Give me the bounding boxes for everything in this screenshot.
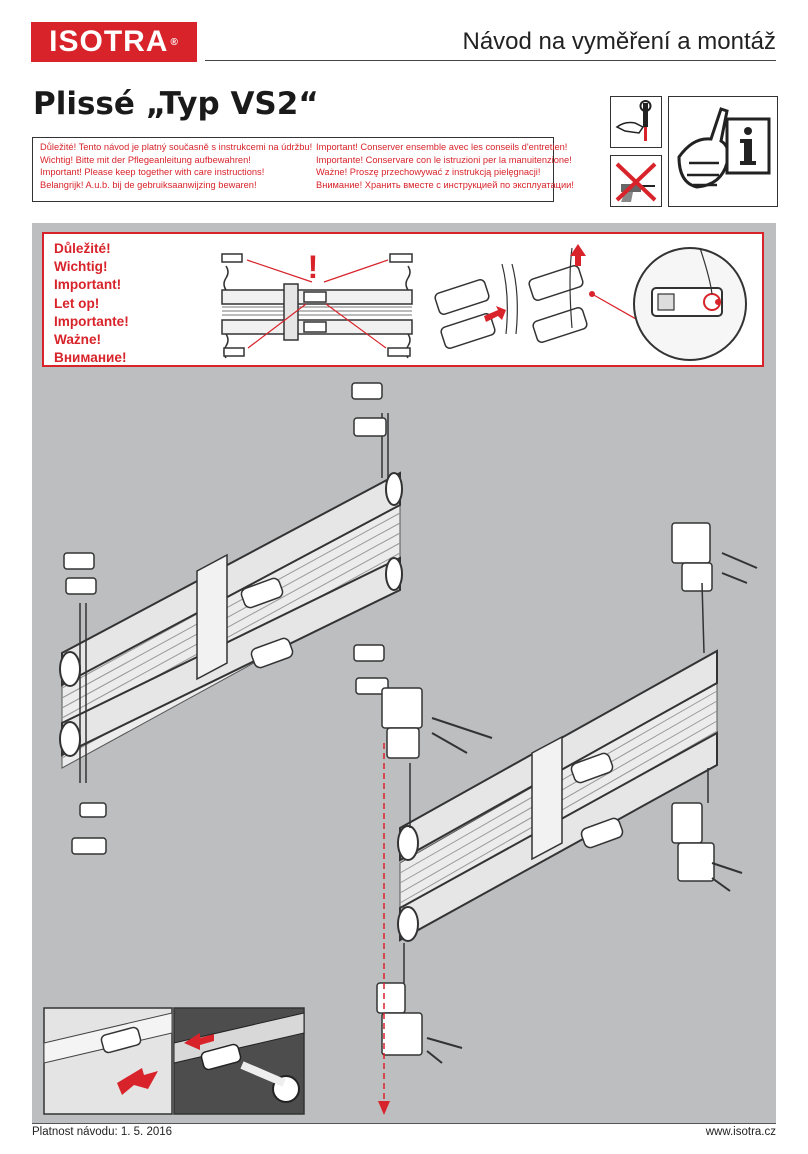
knot-detail-zoom	[591, 247, 747, 361]
exclamation-mark: !	[308, 249, 319, 285]
care-notice-line: Importante! Conservare con le istruzioni…	[316, 154, 572, 165]
care-notice-line: Belangrijk! A.u.b. bij de gebruiksaanwij…	[40, 179, 257, 190]
blind-front-view: !	[221, 249, 413, 359]
manual-info-icon	[668, 96, 778, 207]
assembly-diagram	[43, 382, 758, 1115]
care-notice-right-column: Important! Conserver ensemble avec les c…	[316, 141, 574, 191]
handle-detail-panels	[43, 1007, 305, 1115]
important-label: Ważne!	[54, 332, 102, 348]
care-notice-line: Important! Conserver ensemble avec les c…	[316, 142, 568, 152]
important-illustration: !	[221, 244, 747, 361]
care-notice-line: Внимание! Хранить вместе с инструкцией п…	[316, 179, 574, 190]
important-label: Important!	[54, 277, 122, 293]
care-notice-line: Wichtig! Bitte mit der Pflegeanleitung a…	[40, 154, 251, 165]
cord-threading-sketch	[434, 244, 595, 349]
important-label: Důležité!	[54, 241, 111, 256]
important-label: Wichtig!	[54, 259, 108, 275]
no-drill-icon	[610, 155, 662, 207]
important-label: Let op!	[54, 295, 100, 311]
care-notice-line: Ważne! Proszę przechowywać z instrukcją …	[316, 167, 541, 178]
logo-registered-mark: ®	[170, 36, 179, 48]
footer-divider	[32, 1123, 776, 1124]
website-link[interactable]: www.isotra.cz	[705, 1126, 776, 1138]
care-notice-line: Important! Please keep together with car…	[40, 167, 265, 178]
isotra-logo: ISOTRA®	[31, 22, 197, 62]
validity-date: Platnost návodu: 1. 5. 2016	[32, 1126, 173, 1138]
important-labels: Důležité! Wichtig! Important! Let op! Im…	[54, 240, 129, 367]
header-divider	[205, 60, 776, 61]
care-notice-box: Důležité! Tento návod je platný současně…	[32, 137, 574, 202]
logo-text: ISOTRA	[49, 25, 169, 58]
left-blind-illustration	[59, 382, 403, 855]
right-blind-illustration	[376, 522, 758, 1115]
document-title: Návod na vyměření a montáž	[462, 28, 777, 55]
important-warning-panel: Důležité! Wichtig! Important! Let op! Im…	[42, 232, 764, 367]
important-label: Внимание!	[54, 350, 127, 366]
product-title: Plissé „Typ VS2“	[33, 86, 319, 122]
care-notice-line: Důležité! Tento návod je platný současně…	[40, 142, 313, 152]
care-notice-left-column: Důležité! Tento návod je platný současně…	[40, 141, 312, 191]
important-label: Importante!	[54, 313, 129, 329]
screwdriver-hand-icon	[610, 96, 662, 148]
